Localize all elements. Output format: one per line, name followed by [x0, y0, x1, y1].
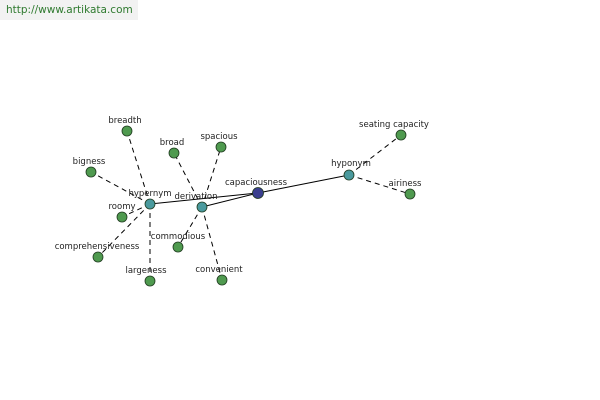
relation-node-hyponym[interactable]: hyponym	[331, 159, 371, 181]
relation-node-dot[interactable]	[196, 201, 208, 213]
leaf-node-label: comprehensiveness	[55, 242, 140, 252]
leaf-node-label: airiness	[389, 179, 422, 189]
leaf-node-roomy[interactable]: roomy	[108, 202, 136, 223]
leaf-node-label: broad	[160, 138, 185, 148]
root-node-label: capaciousness	[225, 178, 288, 188]
leaf-node-label: seating capacity	[359, 120, 429, 130]
leaf-node-dot[interactable]	[92, 251, 104, 263]
leaf-node-dot[interactable]	[121, 125, 133, 137]
leaf-node-broad[interactable]: broad	[160, 138, 185, 159]
leaf-node-label: largeness	[125, 266, 167, 276]
leaf-node-dot[interactable]	[85, 166, 97, 178]
edge-root-derivation	[201, 192, 259, 208]
edge-derivation-convenient	[201, 206, 223, 281]
edge-derivation-commodious	[177, 206, 203, 248]
relation-node-dot[interactable]	[343, 169, 355, 181]
edge-root-hypernym	[149, 192, 259, 205]
leaf-node-label: convenient	[195, 265, 243, 275]
leaf-node-spacious[interactable]: spacious	[200, 132, 238, 153]
relation-node-label: hypernym	[128, 189, 171, 199]
relation-node-label: derivation	[174, 192, 217, 202]
edge-hypernym-comprehensiveness	[97, 203, 151, 258]
leaf-node-label: breadth	[108, 116, 141, 126]
watermark-url[interactable]: http://www.artikata.com	[6, 4, 133, 16]
leaf-node-commodious[interactable]: commodious	[151, 232, 206, 253]
root-node-dot[interactable]	[252, 187, 264, 199]
leaf-node-airiness[interactable]: airiness	[389, 179, 422, 200]
leaf-node-bigness[interactable]: bigness	[73, 157, 106, 178]
leaf-node-breadth[interactable]: breadth	[108, 116, 142, 137]
edge-root-hyponym	[257, 174, 350, 194]
leaf-node-label: spacious	[200, 132, 238, 142]
relation-node-hypernym[interactable]: hypernym	[128, 189, 172, 210]
edge-derivation-spacious	[201, 146, 222, 208]
leaf-node-dot[interactable]	[172, 241, 184, 253]
relation-node-label: hyponym	[331, 159, 371, 169]
leaf-node-dot[interactable]	[144, 275, 156, 287]
leaf-node-label: commodious	[151, 232, 206, 242]
leaf-node-dot[interactable]	[215, 141, 227, 153]
leaf-node-dot[interactable]	[404, 188, 416, 200]
leaf-node-seating-capacity[interactable]: seating capacity	[359, 120, 429, 141]
watermark-box: http://www.artikata.com	[0, 0, 138, 20]
leaf-node-dot[interactable]	[216, 274, 228, 286]
leaf-node-convenient[interactable]: convenient	[195, 265, 243, 286]
edge-derivation-broad	[173, 152, 203, 208]
edge-hypernym-bigness	[90, 171, 151, 205]
edge-hypernym-breadth	[126, 130, 151, 205]
leaf-node-comprehensiveness[interactable]: comprehensiveness	[55, 242, 140, 263]
edge-hyponym-airiness	[348, 174, 411, 195]
leaf-node-label: roomy	[108, 202, 135, 212]
edges	[90, 130, 411, 281]
root-node-capaciousness[interactable]: capaciousness	[225, 178, 288, 199]
leaf-node-dot[interactable]	[116, 211, 128, 223]
relation-node-derivation[interactable]: derivation	[174, 192, 218, 213]
leaf-node-label: bigness	[73, 157, 106, 167]
leaf-node-largeness[interactable]: largeness	[125, 266, 167, 287]
leaf-node-dot[interactable]	[168, 147, 180, 159]
relation-node-dot[interactable]	[144, 198, 156, 210]
nodes: breadth bigness roomy comprehensiveness larg…	[55, 116, 429, 287]
leaf-node-dot[interactable]	[395, 129, 407, 141]
edge-hyponym-seating-capacity	[348, 134, 402, 176]
